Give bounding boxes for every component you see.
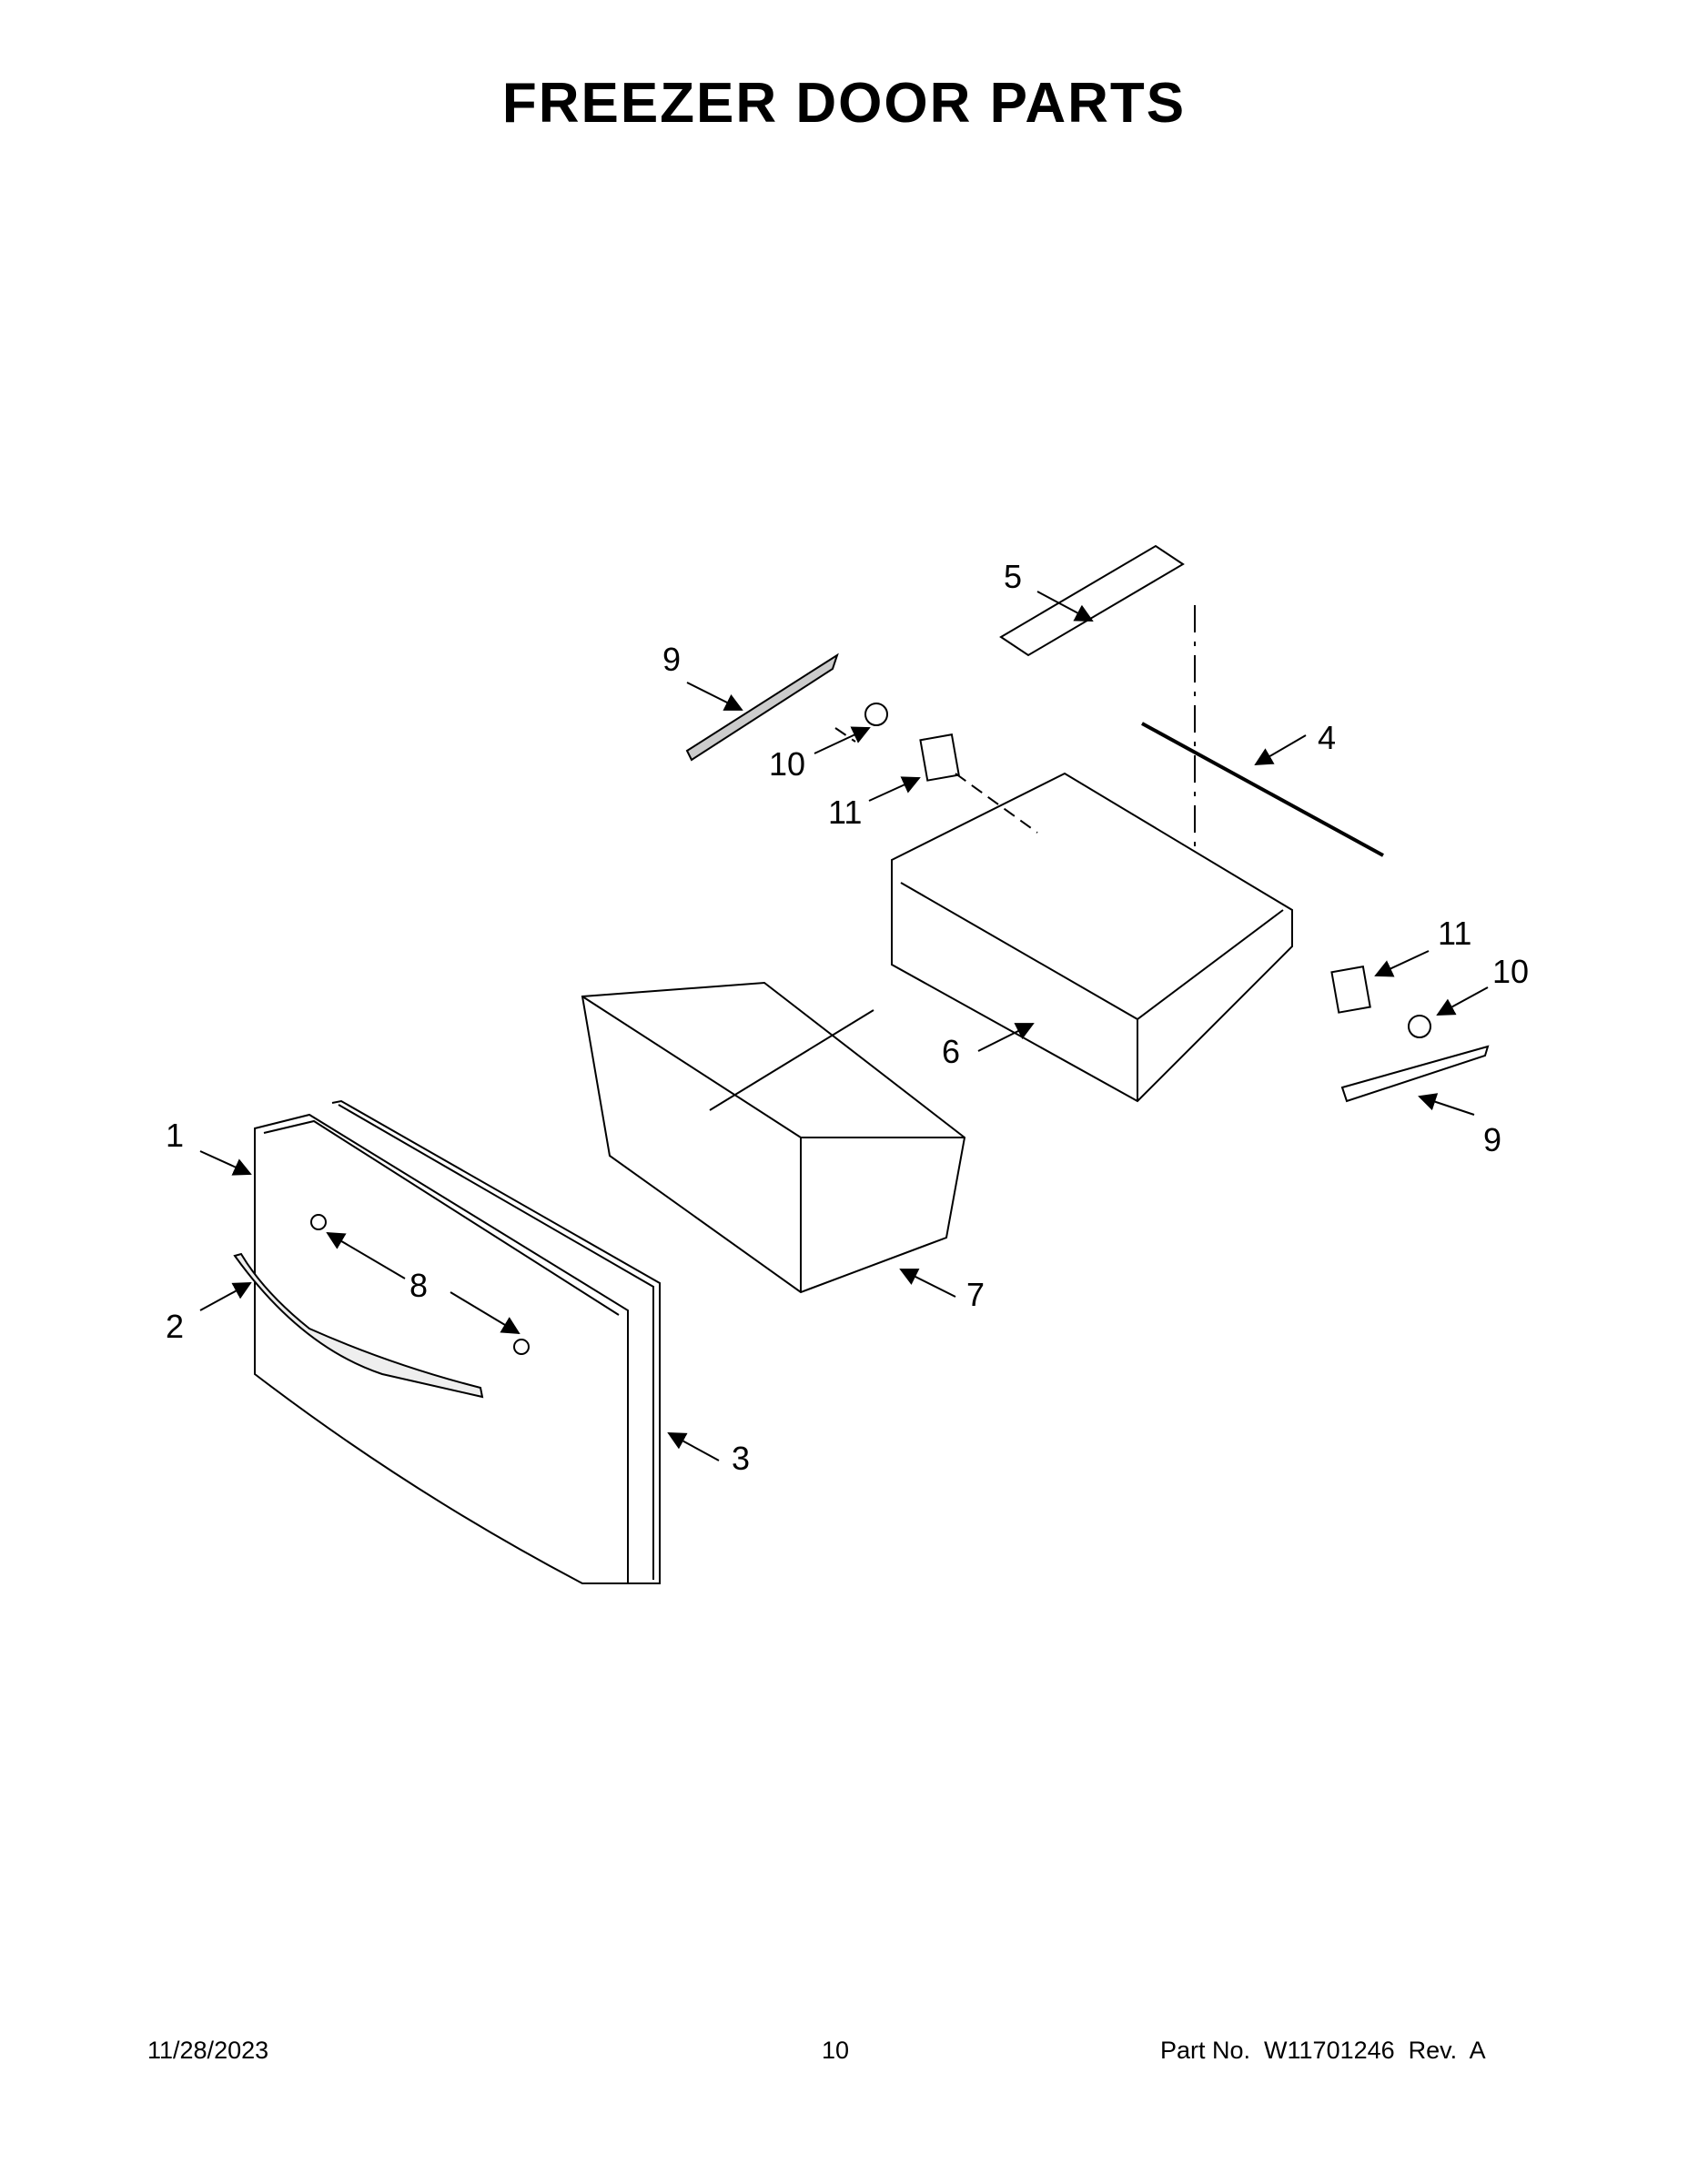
freezer-door-panel (254, 1099, 661, 1584)
callout-10-right: 10 (1492, 953, 1530, 990)
basket-divider (999, 544, 1185, 657)
page-title: FREEZER DOOR PARTS (501, 72, 1187, 135)
lower-freezer-bin (581, 981, 966, 1294)
callout-2: 2 (166, 1308, 185, 1345)
footer-page-number: 10 (822, 2037, 850, 2064)
callout-5: 5 (1004, 558, 1023, 595)
slide-rail-left (685, 652, 839, 762)
callout-9-left: 9 (662, 641, 682, 678)
callout-7: 7 (966, 1276, 986, 1313)
callout-3: 3 (732, 1440, 751, 1477)
gear-left (864, 703, 888, 726)
footer-part-number: Part No. W11701246 Rev. A (1160, 2037, 1486, 2064)
callout-4: 4 (1318, 719, 1337, 756)
callout-11-right: 11 (1438, 915, 1472, 952)
callout-8: 8 (409, 1267, 429, 1304)
footer-date: 11/28/2023 (147, 2037, 269, 2064)
bracket-right (1330, 966, 1371, 1014)
gear-right (1408, 1015, 1431, 1038)
handle-screw (310, 1214, 327, 1230)
basket-rod (1141, 722, 1384, 857)
handle-screw (513, 1339, 530, 1355)
slide-rail-right (1340, 1045, 1490, 1103)
wire-basket (891, 772, 1293, 1103)
bracket-left (919, 733, 960, 782)
callout-10-left: 10 (769, 745, 806, 783)
callout-11-left: 11 (828, 794, 863, 831)
door-handle (233, 1252, 484, 1399)
callout-9-right: 9 (1483, 1121, 1502, 1158)
callout-6: 6 (942, 1033, 961, 1070)
callout-1: 1 (166, 1117, 185, 1154)
